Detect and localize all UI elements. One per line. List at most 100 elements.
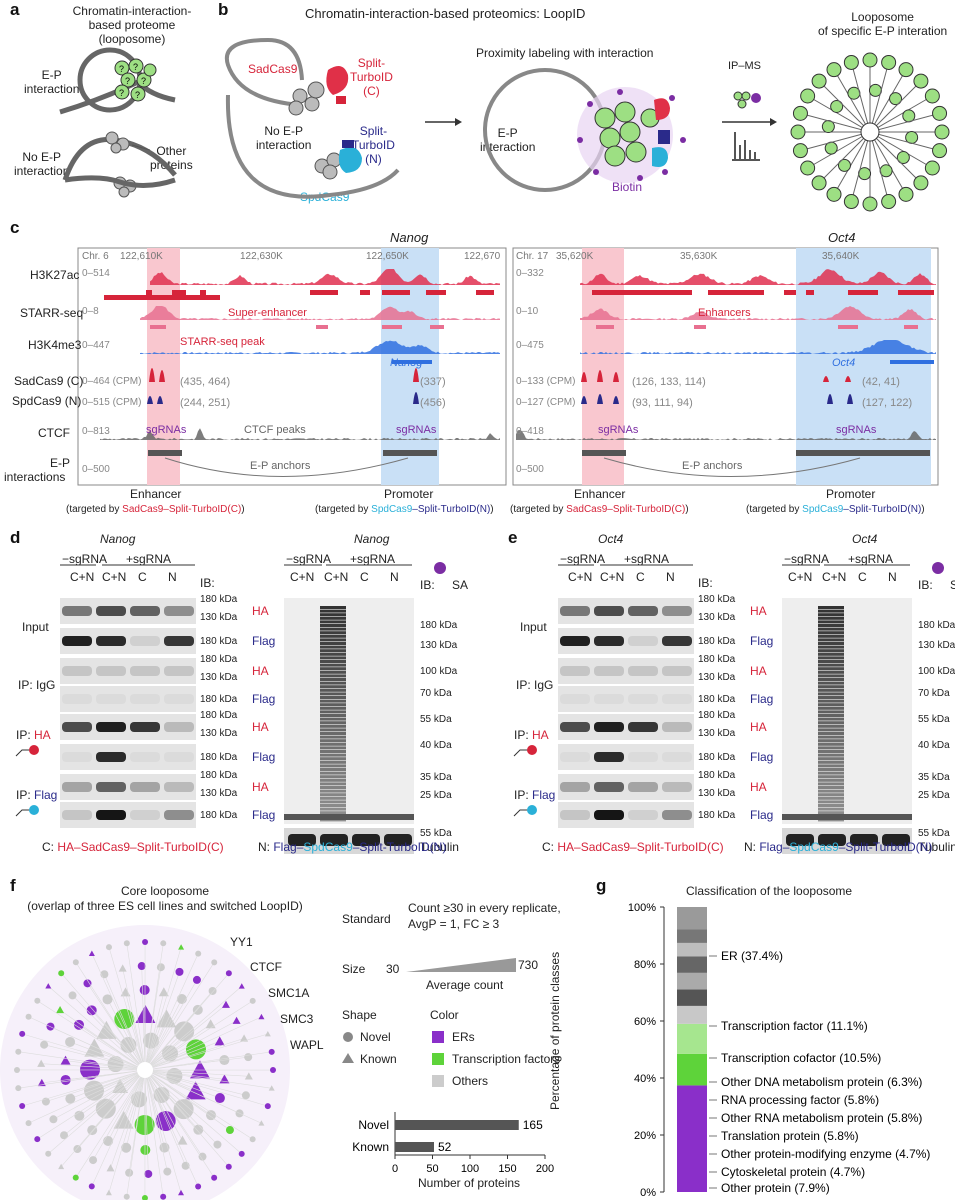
blot-minus: −sgRNA (286, 552, 332, 566)
f-node-novel (34, 997, 41, 1004)
kda-label: 130 kDa (200, 672, 238, 683)
b-loopo-node (934, 124, 950, 140)
f-edge (144, 1069, 186, 1166)
f-edge (72, 995, 146, 1071)
blot-band (662, 636, 692, 646)
f-node-novel (142, 939, 149, 945)
sa-smear (818, 699, 844, 703)
c-starr-bar (382, 325, 402, 329)
sa-smear (320, 714, 346, 717)
f-edge (126, 1069, 146, 1197)
b-loopo-edge (869, 112, 940, 133)
blot-ipha-label: IP: HA (16, 728, 51, 742)
sa-smear (320, 688, 346, 692)
sa-icon (932, 562, 944, 574)
kda-label: 180 kDa (698, 594, 736, 605)
panel-e-label: e (508, 528, 518, 547)
f-node-novel (160, 940, 167, 947)
f-bar-category: Known (352, 1140, 389, 1154)
blot-ab-label: Flag (750, 808, 774, 822)
f-node-known (244, 1072, 253, 1080)
sa-smear (320, 685, 346, 689)
b-loopo-edge (800, 112, 871, 133)
c-starr-bar (694, 325, 706, 329)
f-node-novel (105, 944, 112, 951)
blot-band (62, 606, 92, 616)
f-edge (144, 1056, 249, 1071)
f-edge (22, 1069, 146, 1107)
f-known-triangle (342, 1053, 354, 1063)
f-edge (144, 1069, 249, 1077)
legend-part: C: (42, 840, 58, 854)
legend-part: Flag– (273, 840, 304, 854)
f-edge (144, 1069, 149, 1174)
f-node-novel (95, 1098, 116, 1119)
blot-plus: +sgRNA (624, 552, 670, 566)
c-signal-track (580, 306, 936, 320)
c-right-chr: Chr. 17 (516, 251, 549, 262)
f-shape: Shape (342, 1008, 377, 1022)
f-edge (70, 1069, 146, 1099)
blot-band (560, 782, 590, 792)
c-enhancer-label: Enhancer (574, 487, 626, 501)
f-edge (144, 1069, 230, 1167)
c-super-enhancer: Super-enhancer (228, 307, 307, 319)
f-avg-count: Average count (426, 978, 504, 992)
antibody-icon (15, 809, 30, 817)
c-sad-peak (149, 368, 155, 382)
c-anchor-right (796, 450, 930, 456)
f-node-novel (19, 1103, 26, 1110)
f-edge (144, 1069, 183, 1141)
c-enhancer-bar (708, 290, 764, 295)
f-node-novel (225, 1163, 232, 1170)
f-size-wedge (406, 958, 516, 972)
blot-minus: −sgRNA (62, 552, 108, 566)
f-edge (144, 1069, 182, 1193)
c-range: 0–475 (516, 340, 544, 351)
blot-band (130, 636, 160, 646)
f-node-novel (15, 1048, 22, 1055)
kda-label: 180 kDa (698, 636, 736, 647)
f-edge (126, 943, 146, 1071)
a-lower-chromatin (64, 175, 176, 188)
sa-smear (818, 663, 844, 667)
f-node-known (105, 1189, 112, 1196)
b-loopo-node (913, 175, 929, 191)
c-range: 0–447 (82, 340, 110, 351)
sa-smear (320, 760, 346, 764)
blot-ab-label: Flag (252, 750, 276, 764)
f-novel-circle (343, 1032, 353, 1042)
b-loopo-center (860, 122, 880, 142)
f-node-novel (160, 1193, 167, 1200)
sa-smear (320, 663, 346, 667)
b-loopo-node (843, 54, 859, 70)
c-left-enh-hl (147, 248, 180, 485)
c-targ-spd: SpdCas9 (371, 504, 413, 515)
sa-smear (320, 807, 346, 811)
panel-a-diagram: ? ? ? ? ? ? (59, 47, 177, 198)
kda-label: 180 kDa (200, 770, 238, 781)
f-node-novel (34, 1136, 41, 1143)
a-title-line: (looposome) (98, 32, 166, 46)
sa-smear (818, 760, 844, 764)
f-node-known (240, 1034, 249, 1042)
f-edge (144, 1069, 268, 1107)
g-stack-segment (677, 972, 707, 990)
kda-label: 180 kDa (698, 710, 736, 721)
c-anchor-left (582, 450, 626, 456)
f-edge (108, 1069, 146, 1193)
f-edge (144, 1069, 231, 1131)
panel-b-title: Chromatin-interaction-based proteomics: … (305, 6, 586, 21)
f-edge (144, 1033, 268, 1071)
c-sad-peak (597, 370, 603, 382)
f-center (137, 1062, 153, 1078)
f-edge (144, 979, 198, 1071)
sa-smear (320, 699, 346, 703)
blot-band (96, 666, 126, 676)
b-loopo-node (862, 196, 878, 212)
f-node-known (158, 987, 169, 997)
sa-smear (818, 613, 844, 617)
sa-smear (320, 667, 346, 671)
blot-ab-label: Flag (750, 634, 774, 648)
